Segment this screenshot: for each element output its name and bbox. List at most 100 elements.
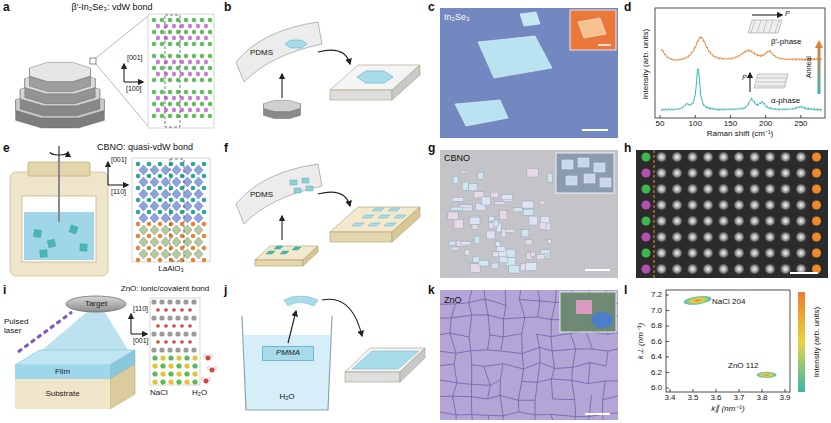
octahedron	[194, 177, 203, 187]
crystal-tile	[584, 174, 595, 183]
node-text: Film	[55, 368, 70, 377]
diffraction-peak	[757, 372, 777, 378]
crystal-tile	[452, 197, 464, 201]
crystal-tile	[578, 158, 589, 167]
panel-k-art	[433, 283, 626, 423]
crack	[503, 319, 504, 337]
atom	[204, 96, 208, 100]
atom-marker	[812, 217, 821, 226]
crack	[484, 366, 491, 385]
material-label: PDMS	[250, 49, 273, 58]
axis-tick	[785, 389, 786, 392]
atom	[167, 347, 172, 352]
axis-tick-label: 3.6	[710, 394, 721, 403]
spectrum	[661, 69, 822, 111]
crack	[440, 364, 454, 366]
crack	[440, 411, 456, 415]
atom	[192, 371, 197, 376]
material-label: ZnO	[444, 296, 462, 306]
octahedron	[183, 249, 192, 259]
octahedron	[139, 177, 148, 187]
atom-column	[749, 263, 761, 275]
axis-arrow	[107, 162, 108, 185]
crack	[519, 412, 535, 415]
atom	[196, 24, 200, 28]
atom	[180, 308, 184, 312]
atom	[176, 371, 181, 376]
atom-column	[733, 199, 745, 211]
axis-tick	[666, 341, 669, 342]
crystal-tile	[495, 242, 500, 247]
zoom-marker	[90, 58, 96, 64]
atom	[172, 96, 176, 100]
axis-arrow	[130, 314, 131, 334]
atom	[208, 42, 212, 46]
atom	[159, 299, 164, 304]
micrograph	[440, 8, 618, 138]
axis-tick-label: 6.0	[651, 384, 662, 393]
atom	[208, 54, 212, 58]
crystal-square	[290, 180, 297, 185]
crystal-tile	[497, 247, 506, 252]
crystal-tile	[469, 183, 477, 190]
crack	[553, 398, 575, 400]
structure-box	[150, 298, 200, 385]
crystal-square	[372, 208, 384, 211]
atom	[208, 30, 212, 34]
atom	[152, 54, 156, 58]
panel-l-art	[666, 290, 805, 392]
atom	[169, 162, 174, 167]
atom	[176, 355, 181, 360]
atom-column	[795, 199, 807, 211]
octahedron	[172, 225, 181, 235]
colorbar-title: Intensity (arb. units)	[813, 307, 822, 377]
atom	[192, 355, 197, 360]
structure-box	[132, 158, 210, 262]
atom	[176, 379, 181, 384]
crystal-tile	[525, 263, 536, 271]
crack	[471, 349, 488, 351]
octahedron	[150, 237, 159, 247]
crystal-tile	[489, 216, 494, 221]
atom	[160, 371, 165, 376]
atom-column	[780, 183, 792, 195]
atom	[202, 246, 207, 251]
atom-column	[718, 215, 730, 227]
crack	[488, 335, 490, 350]
crack	[488, 385, 491, 399]
atom	[160, 379, 165, 384]
octahedron	[161, 177, 170, 187]
atom	[191, 198, 196, 203]
atom	[192, 42, 196, 46]
crystal-tile	[522, 230, 529, 237]
transfer-illustration	[236, 164, 420, 266]
crack	[490, 380, 500, 386]
octahedron	[150, 165, 159, 175]
atom	[184, 371, 189, 376]
crack	[500, 395, 503, 415]
axis-tick	[670, 389, 671, 392]
crack	[472, 414, 489, 416]
octahedron	[172, 165, 181, 175]
axis-title: k∥ (nm⁻¹)	[711, 405, 744, 414]
transfer-arrow	[322, 299, 362, 336]
material-label: PDMS	[250, 191, 273, 200]
crystal-tile	[501, 195, 512, 200]
crack	[457, 383, 472, 385]
crack	[451, 315, 472, 318]
atom-column	[702, 151, 714, 163]
crystal-tile	[449, 241, 456, 246]
crack	[503, 416, 504, 420]
crack	[450, 333, 469, 337]
crack	[500, 380, 501, 396]
atom-column	[795, 151, 807, 163]
atom	[183, 331, 188, 336]
crystal-tile	[478, 172, 484, 179]
crystal-tile	[506, 249, 515, 257]
atom	[147, 174, 152, 179]
flake	[285, 40, 307, 48]
atom	[200, 18, 204, 22]
axis-tick	[666, 388, 669, 389]
atom	[164, 36, 168, 40]
atom	[202, 222, 207, 227]
